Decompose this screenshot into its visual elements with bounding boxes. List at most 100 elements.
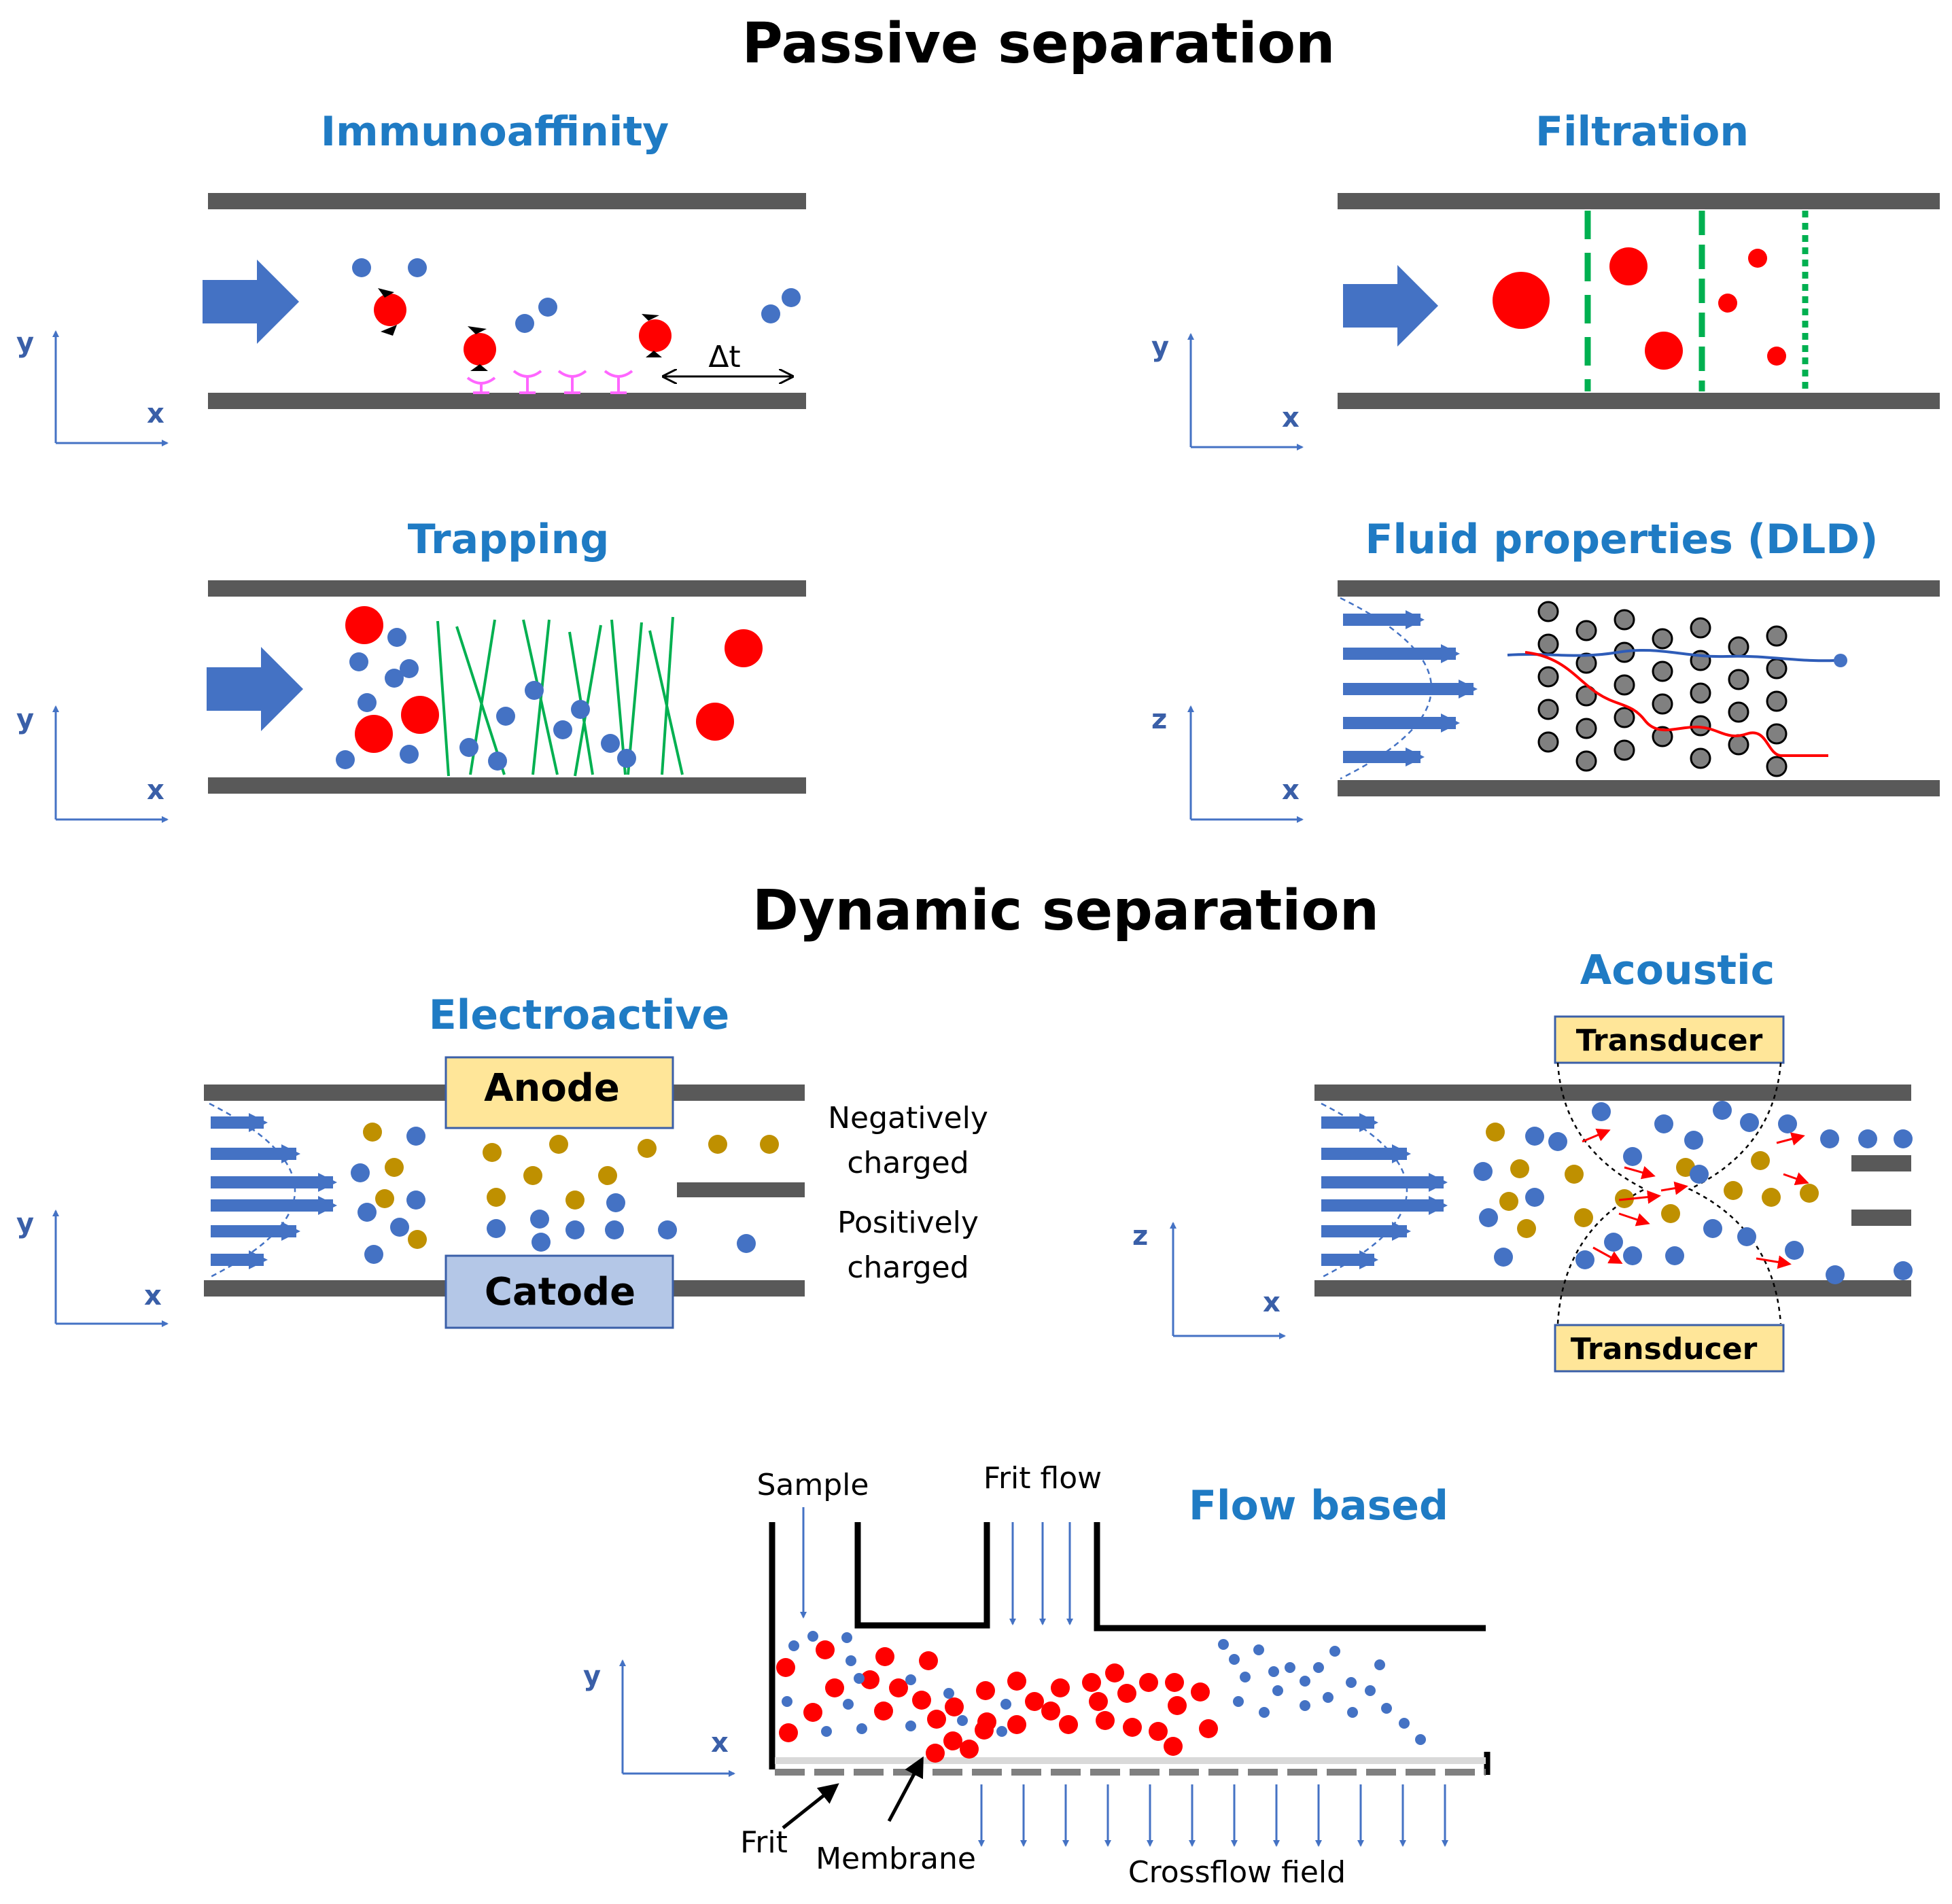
frit-flow-arrows [1009,1522,1073,1625]
blue-particles [1474,1101,1913,1284]
pillar [1614,609,1635,631]
electroactive-title: Electroactive [429,991,729,1039]
passive-separation-heading: Passive separation [742,12,1336,76]
pillar [1690,747,1711,769]
pillar [1766,690,1788,712]
transducer-top-label: Transducer [1576,1023,1763,1058]
pillar [1728,636,1749,658]
filtration-title: Filtration [1535,108,1749,156]
pillar [1652,660,1673,682]
positively-label: Positively [837,1205,979,1240]
small-particle [1834,654,1847,667]
gold-particles [1486,1123,1819,1238]
axis-label-x: x [1282,402,1300,434]
immunoaffinity-title: Immunoaffinity [321,108,669,156]
blue-particle [538,298,557,317]
delta-t-label: Δt [708,340,740,374]
frit-flow-label: Frit flow [983,1461,1102,1496]
pillar [1614,739,1635,761]
crossflow-arrows [978,1784,1448,1847]
filtration-panel: Filtration y x [1151,108,1940,451]
pillar [1575,718,1597,739]
pillar [1614,707,1635,728]
pillar [1652,693,1673,715]
channel-wall-top [1338,193,1940,209]
frit-pointer-arrow [782,1783,839,1829]
acoustic-force-arrows [1582,1128,1809,1269]
pillar [1652,726,1673,747]
axis-label-y: y [16,328,34,359]
sample-label: Sample [757,1468,869,1502]
red-particle [1609,247,1648,285]
red-particle [345,606,383,644]
flow-arrow [207,647,303,731]
pillar [1728,701,1749,723]
electroactive-panel: Electroactive Anode Catode [16,991,988,1329]
flow-profile-arrows [1343,610,1478,766]
cathode-electrode [445,1254,674,1329]
axis-label-x: x [144,1280,162,1311]
channel-wall-bottom [208,393,806,409]
membrane-pointer-arrow [887,1756,924,1822]
captured-red-particle [464,326,496,371]
trapping-panel: Trapping [16,516,806,823]
pillar [1690,617,1711,639]
channel-wall-bottom [1338,393,1940,409]
pillar [1766,723,1788,745]
pillar [1766,658,1788,680]
pillar [1537,731,1559,753]
axis-label-z: z [1151,704,1167,735]
outlet-divider [677,1182,805,1197]
negatively-charged-label: charged [847,1146,969,1180]
axis-label-y: y [1151,332,1169,363]
blue-particle [761,304,780,323]
axis-label-y: y [16,704,34,735]
pillar [1728,669,1749,690]
red-particles [776,1640,1218,1763]
flow-profile-arrows [211,1113,337,1269]
positively-charged-label: charged [847,1250,969,1285]
membrane [775,1757,1486,1764]
pillar [1537,601,1559,622]
small-red-particle [1748,249,1767,268]
small-red-particle [1767,347,1786,366]
immunoaffinity-panel: Immunoaffinity Δt [16,108,806,446]
transducer-top [1554,1015,1785,1064]
pillar [1652,628,1673,650]
axis-label-x: x [147,775,164,806]
axes-icon: y x [16,328,169,446]
tagged-red-particle [639,314,672,357]
axes-icon: y x [16,704,169,823]
axes-icon: z x [1151,704,1304,823]
pillar [1575,620,1597,641]
axes-icon: y x [1151,332,1304,451]
transducer-bottom-label: Transducer [1571,1332,1758,1367]
large-red-particle [1493,272,1550,329]
anode-label: Anode [484,1066,620,1110]
pillar [1537,633,1559,655]
pillar [1614,674,1635,696]
blue-particle [515,314,534,333]
red-particle [1645,332,1683,370]
pillar [1537,666,1559,688]
blue-particle [408,258,427,277]
small-particle-trajectory [1507,648,1836,663]
transducer-bottom [1554,1324,1785,1373]
axis-label-x: x [1282,775,1300,806]
crossflow-field-label: Crossflow field [1128,1855,1346,1890]
pillar-array [1537,601,1788,777]
pillar [1537,699,1559,720]
pillar [1690,682,1711,704]
red-particle [725,629,763,667]
dld-panel: Fluid properties (DLD) z x [1151,516,1940,823]
acoustic-title: Acoustic [1580,947,1775,994]
cathode-label: Catode [485,1270,635,1314]
pillar [1575,652,1597,674]
pillar [1575,750,1597,772]
pillar [1728,734,1749,756]
channel-outline [769,1522,1491,1775]
channel-wall-top [1338,580,1940,597]
pillar [1690,715,1711,737]
frit-label: Frit [740,1825,788,1860]
